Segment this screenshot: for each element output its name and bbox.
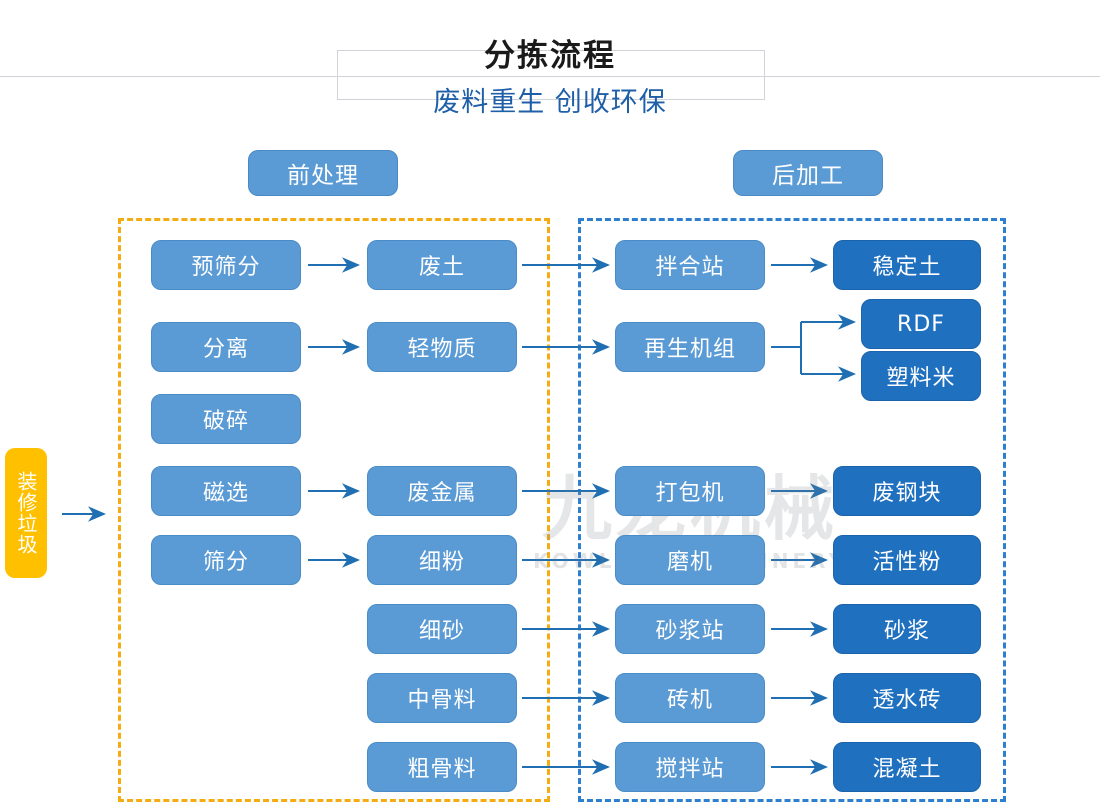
input-node-label: 装修垃圾: [14, 471, 38, 555]
node-product-5: 砂浆: [833, 604, 981, 654]
node-machine-1: 再生机组: [615, 322, 765, 372]
node-product-3: 废钢块: [833, 466, 981, 516]
page-subtitle: 废料重生 创收环保: [433, 87, 667, 118]
node-machine-4: 砂浆站: [615, 604, 765, 654]
node-product-6: 透水砖: [833, 673, 981, 723]
node-pre-process-3: 磁选: [151, 466, 301, 516]
node-material-4: 细砂: [367, 604, 517, 654]
node-machine-0: 拌合站: [615, 240, 765, 290]
header-frame: [337, 50, 765, 100]
zone-pre-processing: [118, 218, 550, 802]
page-title: 分拣流程: [484, 38, 616, 74]
section-header-post-processing: 后加工: [733, 150, 883, 196]
node-product-4: 活性粉: [833, 535, 981, 585]
node-machine-2: 打包机: [615, 466, 765, 516]
node-product-0: 稳定土: [833, 240, 981, 290]
node-product-1: RDF: [861, 299, 981, 349]
node-pre-process-2: 破碎: [151, 394, 301, 444]
node-machine-6: 搅拌站: [615, 742, 765, 792]
node-product-7: 混凝土: [833, 742, 981, 792]
node-pre-process-1: 分离: [151, 322, 301, 372]
section-header-pre-processing: 前处理: [248, 150, 398, 196]
node-pre-process-0: 预筛分: [151, 240, 301, 290]
node-machine-5: 砖机: [615, 673, 765, 723]
node-product-2: 塑料米: [861, 351, 981, 401]
node-pre-process-4: 筛分: [151, 535, 301, 585]
zone-post-processing: [578, 218, 1006, 802]
node-material-0: 废土: [367, 240, 517, 290]
input-node-construction-waste: 装修垃圾: [5, 448, 47, 578]
node-material-1: 轻物质: [367, 322, 517, 372]
header-divider-line: [0, 76, 1100, 77]
node-material-2: 废金属: [367, 466, 517, 516]
node-material-6: 粗骨料: [367, 742, 517, 792]
node-material-5: 中骨料: [367, 673, 517, 723]
node-material-3: 细粉: [367, 535, 517, 585]
node-machine-3: 磨机: [615, 535, 765, 585]
